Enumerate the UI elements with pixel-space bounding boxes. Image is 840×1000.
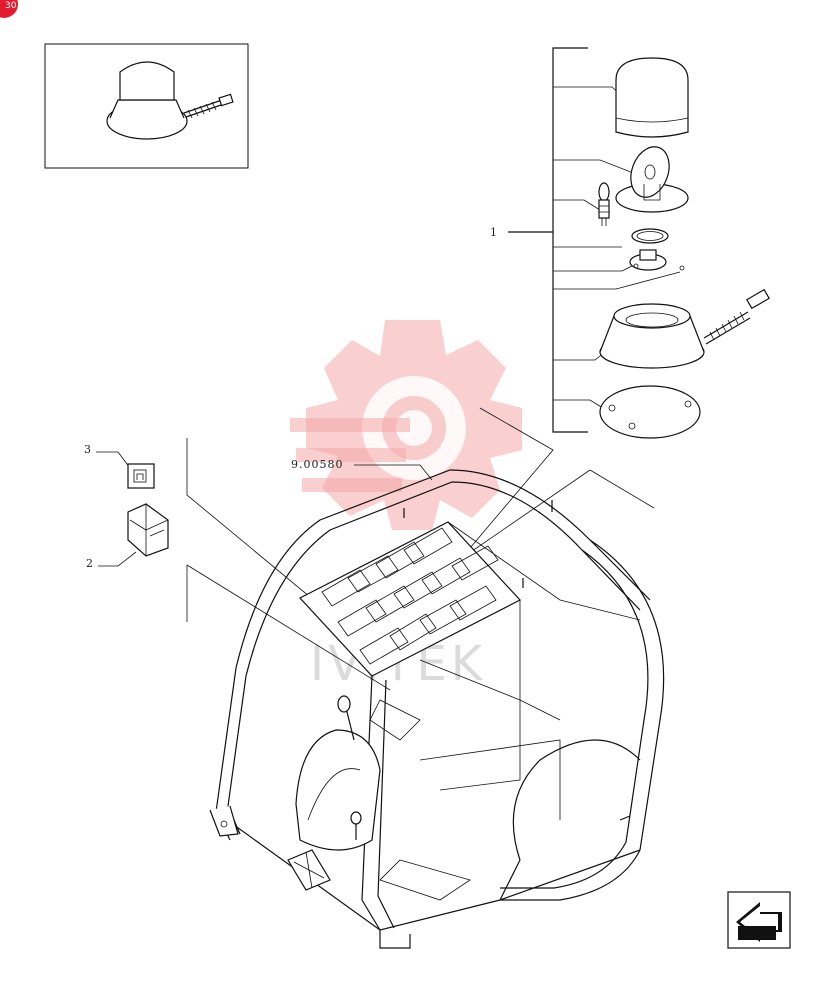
cab-frame xyxy=(209,469,665,949)
lens-dome xyxy=(615,57,689,138)
reflector xyxy=(615,146,689,213)
callout-item-2: 2 xyxy=(86,557,94,570)
bulb-holder xyxy=(629,249,685,271)
mounting-plate xyxy=(599,385,701,439)
seat xyxy=(295,729,381,851)
bulb xyxy=(598,182,610,226)
switch-cover xyxy=(127,463,155,489)
callout-ref-9-00580: 9.00580 xyxy=(291,458,344,471)
callout-item-1: 1 xyxy=(490,226,498,239)
watermark-logo: IVITEK xyxy=(290,320,522,692)
corner-badge: 30 xyxy=(0,0,18,18)
exploded-beacon-parts xyxy=(508,47,770,439)
inset-assembled-beacon xyxy=(44,43,249,169)
rocker-switch xyxy=(127,503,169,557)
next-page-arrow-icon[interactable] xyxy=(727,891,791,949)
callout-item-3: 3 xyxy=(84,443,92,456)
beacon-base xyxy=(599,288,770,369)
svg-text:30: 30 xyxy=(5,1,17,11)
